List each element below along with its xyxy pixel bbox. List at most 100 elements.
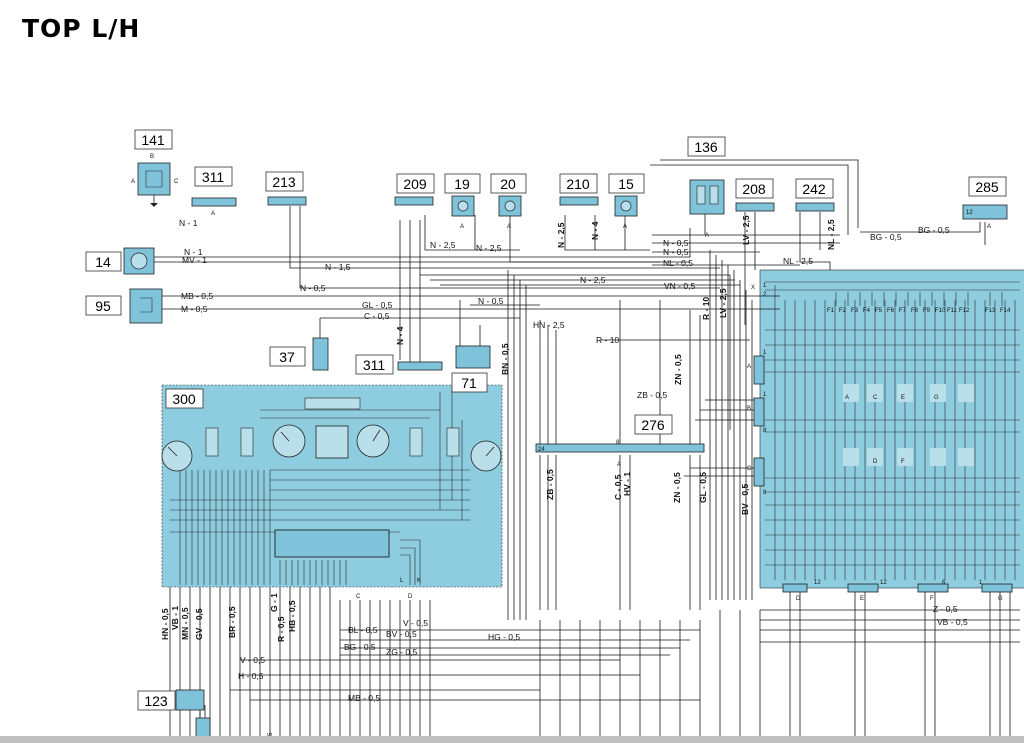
wire-n05-a: N - 0,5 xyxy=(300,283,326,293)
component-71 xyxy=(455,345,491,369)
wire-r05: R - 0,5 xyxy=(276,616,286,642)
panel-pin-6: 6 xyxy=(942,580,946,586)
fuse-f12-label: F12 xyxy=(959,308,970,314)
wire-br05: BR - 0,5 xyxy=(227,606,237,638)
fuse-f9-label: F9 xyxy=(923,308,931,314)
wire-r10-a: R - 10 xyxy=(596,335,619,345)
page-title: TOP L/H xyxy=(22,14,141,43)
label-20: 20 xyxy=(500,176,516,192)
fuse-f3-label: F3 xyxy=(851,308,859,314)
connector-311-top xyxy=(191,197,237,207)
label-141: 141 xyxy=(141,132,165,148)
wire-lv25-a: LV - 2,5 xyxy=(718,288,728,318)
component-136 xyxy=(689,179,725,215)
panel-conn-d-label: D xyxy=(796,596,801,602)
label-14: 14 xyxy=(95,254,111,270)
label-123: 123 xyxy=(144,693,168,709)
wire-n25-d: N - 2,5 xyxy=(580,275,606,285)
panel-conn-c-label: C xyxy=(747,466,752,472)
fuse-f11-label: F11 xyxy=(947,308,958,314)
relay-c-label: C xyxy=(873,395,878,401)
label-19: 19 xyxy=(454,176,470,192)
fuse-f4-label: F4 xyxy=(863,308,871,314)
wire-n05-d: N - 0,5 xyxy=(663,247,689,257)
label-209: 209 xyxy=(403,176,427,192)
panel-pin-8b: 8 xyxy=(763,490,767,496)
label-210: 210 xyxy=(566,176,590,192)
fuse-f8-label: F8 xyxy=(911,308,919,314)
label-208: 208 xyxy=(742,181,766,197)
wire-hg05: HG - 0,5 xyxy=(488,632,520,642)
comp-136-pin-a: A xyxy=(705,233,709,239)
panel-conn-g-label: G xyxy=(998,596,1003,602)
comp-20-pin-a: A xyxy=(507,224,511,230)
wire-c05: C - 0,5 xyxy=(364,311,390,321)
label-213: 213 xyxy=(272,174,296,190)
wire-lv25-b: LV - 2,5 xyxy=(741,215,751,245)
wire-hn05: HN - 0,5 xyxy=(160,608,170,640)
label-300: 300 xyxy=(172,391,196,407)
relay-e-label: E xyxy=(901,395,905,401)
conn-276-pin-a: A xyxy=(617,462,621,468)
panel-pin-1a: 1 xyxy=(763,350,767,356)
wire-n05-c: N - 0,5 xyxy=(663,238,689,248)
wire-bg05-b: BG - 0,5 xyxy=(918,225,950,235)
label-311-top: 311 xyxy=(202,169,225,185)
wire-mn05: MN - 0,5 xyxy=(180,607,190,640)
wire-bl05: BL - 0,5 xyxy=(348,625,378,635)
label-15: 15 xyxy=(618,176,634,192)
label-285: 285 xyxy=(975,179,999,195)
fuse-f2-label: F2 xyxy=(839,308,847,314)
connector-208 xyxy=(735,202,775,212)
wire-mv1: MV - 1 xyxy=(182,255,207,265)
label-71: 71 xyxy=(461,375,477,391)
fuse-f6-label: F6 xyxy=(887,308,895,314)
component-123 xyxy=(175,689,211,741)
wire-c05-b: C - 0,5 xyxy=(613,474,623,500)
wire-nl25-a: NL - 2,5 xyxy=(826,219,836,250)
wire-n4-a: N - 4 xyxy=(395,326,405,345)
wire-vb1: VB - 1 xyxy=(170,606,180,630)
comp-141-pin-c: C xyxy=(174,179,179,185)
relay-g-label: G xyxy=(934,395,939,401)
conn-285-pin-a: A xyxy=(987,224,991,230)
fuse-relay-panel: F1 F2 F3 F4 F5 F6 F7 F8 F9 F10 F11 F12 F… xyxy=(747,269,1024,602)
fuse-f10-label: F10 xyxy=(935,308,946,314)
ip-pin-d: D xyxy=(408,594,413,600)
comp-19-pin-a: A xyxy=(460,224,464,230)
label-311-mid: 311 xyxy=(363,357,386,373)
label-136: 136 xyxy=(694,139,718,155)
panel-pin-1c: 1 xyxy=(979,580,983,586)
wire-zb05-b: ZB - 0,5 xyxy=(545,469,555,500)
wire-bg05-a: BG - 0,5 xyxy=(870,232,902,242)
panel-pin-12a: 12 xyxy=(814,580,821,586)
wire-vb05: VB - 0,5 xyxy=(937,617,968,627)
wire-labels-vertical-top: N - 4 BN - 0,5 N - 2,5 N - 4 R - 10 LV -… xyxy=(395,215,836,385)
wire-n15: N - 1,5 xyxy=(325,262,351,272)
wire-n05-b: N - 0,5 xyxy=(478,296,504,306)
panel-pin-12b: 12 xyxy=(880,580,887,586)
component-20 xyxy=(498,195,522,217)
component-37 xyxy=(312,337,329,371)
ip-pin-c: C xyxy=(356,594,361,600)
wire-mb05: MB - 0,5 xyxy=(181,291,213,301)
component-95 xyxy=(129,288,163,324)
wire-n4-b: N - 4 xyxy=(590,221,600,240)
comp-141-pin-a: A xyxy=(131,179,135,185)
connector-311-mid xyxy=(397,361,443,371)
connector-213 xyxy=(267,196,307,206)
wire-bv05-a: BV - 0,5 xyxy=(740,484,750,515)
conn-285-pin-12: 12 xyxy=(966,210,973,216)
instrument-panel: L K C D xyxy=(161,384,503,600)
wire-hv1: HV - 1 xyxy=(622,472,632,496)
panel-pin-1b: 1 xyxy=(763,392,767,398)
conn-311-pin-a: A xyxy=(211,211,215,217)
connector-209 xyxy=(394,196,434,206)
conn-276-pin-8: 8 xyxy=(616,440,620,446)
wire-zn05-a: ZN - 0,5 xyxy=(673,354,683,385)
wire-bg05-c: BG - 0,5 xyxy=(344,642,376,652)
wire-v05-a: V - 0,5 xyxy=(403,618,428,628)
wire-zb05-a: ZB - 0,5 xyxy=(637,390,668,400)
component-15 xyxy=(614,195,638,217)
ip-pin-k: K xyxy=(417,578,421,584)
